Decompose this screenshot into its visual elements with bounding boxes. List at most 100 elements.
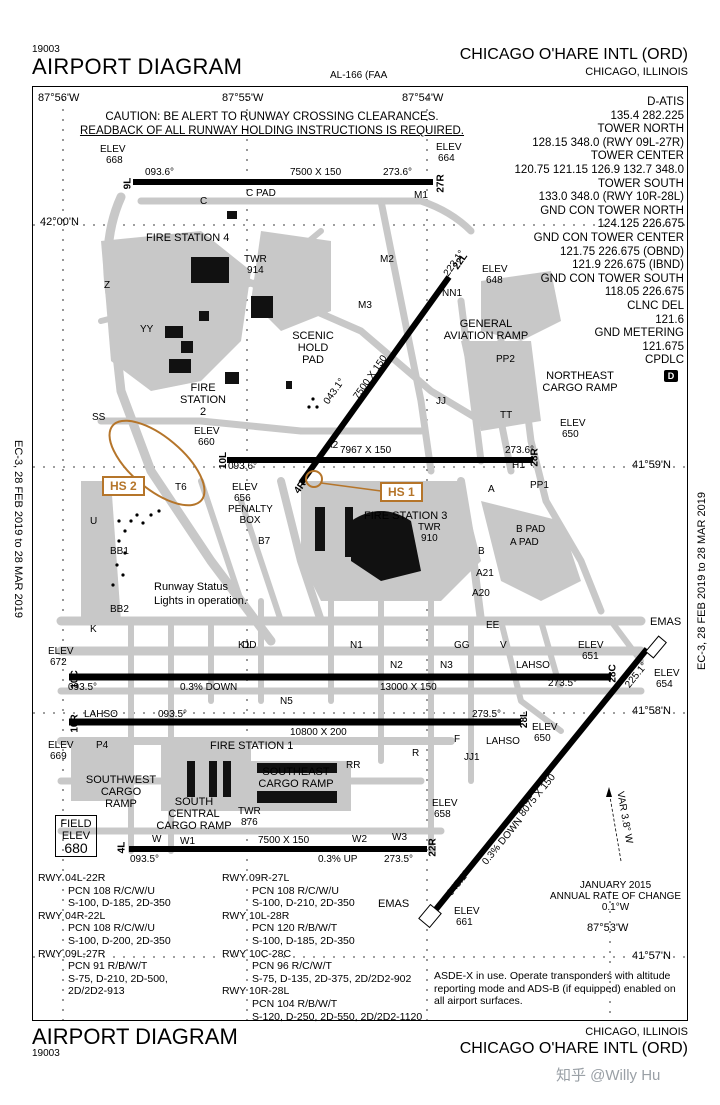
taxiway-label: A: [488, 484, 495, 495]
sc-cargo-ramp-label: SOUTH CENTRAL CARGO RAMP: [156, 796, 232, 832]
taxiway-label: N3: [440, 660, 453, 671]
taxiway-label: SS: [92, 412, 106, 423]
runway-grade: 0.3% UP: [318, 854, 358, 865]
runway-end: 4L: [116, 841, 128, 854]
taxiway-label: K1: [238, 640, 251, 651]
latitude-label: 41°57'N: [632, 950, 671, 962]
longitude-label: 87°54'W: [402, 92, 444, 104]
frequency-line: 121.75 226.675 (OBND): [559, 245, 684, 258]
runway-heading: 273.5°: [384, 854, 414, 865]
runway-end: 28C: [607, 664, 619, 683]
taxiway-label: B: [478, 546, 485, 557]
taxiway-label: M2: [380, 254, 394, 265]
effective-dates-left: EC-3, 28 FEB 2019 to 28 MAR 2019: [12, 440, 24, 618]
fire-station-1-label: FIRE STATION 1: [210, 740, 294, 752]
runway-heading: 093.5°: [130, 854, 160, 865]
runway-dimensions: 13000 X 150: [380, 682, 437, 693]
effective-dates-right: EC-3, 28 FEB 2019 to 28 MAR 2019: [696, 492, 708, 670]
taxiway-label: A2: [326, 440, 339, 451]
buildings: [165, 211, 421, 803]
field-elevation-box: FIELD ELEV 680: [55, 815, 97, 857]
runway-status-lights-note: Runway Status Lights in operation.: [154, 581, 247, 607]
taxiway-label: W3: [392, 832, 407, 843]
lahso-label: LAHSO: [84, 709, 118, 720]
taxiway-label: M3: [358, 300, 372, 311]
taxiway-label: EE: [486, 620, 500, 631]
hot-spot-2[interactable]: HS 2: [102, 476, 145, 496]
frequency-line: 128.15 348.0 (RWY 09L-27R): [532, 136, 684, 149]
frequency-line: 124.125 226.675: [597, 218, 684, 231]
taxiway-label: N5: [280, 696, 293, 707]
frequency-line: GND CON TOWER CENTER: [533, 231, 684, 244]
taxiway-label: W1: [180, 836, 195, 847]
taxiway-label: Z: [104, 280, 111, 291]
taxiway-label: DD: [242, 640, 257, 651]
runway-end: 22R: [427, 838, 439, 857]
taxiway-label: F: [454, 734, 461, 745]
frequency-line: TOWER NORTH: [597, 123, 684, 136]
holding-dots: [111, 397, 319, 587]
taxiway-label: M1: [414, 190, 428, 201]
runway-heading: 273.5°: [548, 678, 578, 689]
runway-heading: 093.5°: [158, 709, 188, 720]
runway-end: 28L: [519, 710, 531, 729]
magnetic-north-arrow: [606, 787, 622, 862]
taxiway-label: N1: [350, 640, 363, 651]
frequency-line: CPDLC: [645, 354, 684, 367]
frequency-line: 118.05 226.675: [604, 286, 684, 299]
lahso-label: LAHSO: [486, 736, 520, 747]
taxiway-label: P4: [96, 740, 109, 751]
taxiway-label: JJ: [436, 396, 446, 407]
hot-spot-1[interactable]: HS 1: [380, 482, 423, 502]
frequency-line: CLNC DEL: [627, 299, 684, 312]
ne-cargo-ramp-label: NORTHEAST CARGO RAMP: [542, 370, 618, 394]
airport-diagram-map: [33, 99, 687, 1020]
document-number: 19003: [32, 44, 60, 55]
frequency-line: TOWER SOUTH: [597, 177, 684, 190]
taxiway-label: A20: [472, 588, 490, 599]
runway-heading: 093.6°: [228, 461, 258, 472]
taxiway-label: U: [90, 516, 98, 527]
airport-city-footer: CHICAGO, ILLINOIS: [585, 1026, 688, 1038]
se-cargo-ramp-label: SOUTHEAST CARGO RAMP: [258, 766, 334, 790]
frequency-line: 121.9 226.675 (IBND): [572, 259, 684, 272]
runway-dimensions: 7500 X 150: [290, 167, 342, 178]
taxiway-label: H1: [512, 460, 525, 471]
sw-cargo-ramp-label: SOUTHWEST CARGO RAMP: [85, 774, 157, 810]
magnetic-variation-note: JANUARY 2015 ANNUAL RATE OF CHANGE 0.1°W: [549, 880, 682, 913]
taxiway-label: RR: [346, 760, 361, 771]
frequency-line: 135.4 282.225: [610, 109, 684, 122]
latitude-label: 41°59'N: [632, 459, 671, 471]
runway-04l-22r: [298, 275, 452, 485]
taxiway-label: GG: [454, 640, 470, 651]
latitude-label: 42°00'N: [40, 216, 79, 228]
taxiway-label: C: [200, 196, 208, 207]
runway-04r-22l: [430, 647, 650, 915]
penalty-box-label: PENALTY BOX: [228, 504, 273, 526]
caution-line-2: READBACK OF ALL RUNWAY HOLDING INSTRUCTI…: [79, 125, 465, 137]
lahso-label: LAHSO: [516, 660, 550, 671]
runway-dimensions: 10800 X 200: [290, 727, 347, 738]
airport-city: CHICAGO, ILLINOIS: [585, 66, 688, 78]
taxiway-label: JJ1: [464, 752, 480, 763]
taxiway-label: BB2: [110, 604, 129, 615]
emas-label: EMAS: [378, 898, 410, 910]
runway-end: 9L: [122, 177, 134, 190]
frequency-line: D-ATIS: [647, 96, 684, 108]
cpdlc-badge: D: [664, 370, 678, 382]
runway-grade: 0.3% DOWN: [180, 682, 238, 693]
runway-heading: 273.6°: [383, 167, 413, 178]
runway-pcn-notes-right: RWY 09R-27L PCN 108 R/C/W/U S-100, D-210…: [222, 872, 423, 1023]
al-number: AL-166 (FAA: [330, 70, 388, 81]
caution-note: CAUTION: BE ALERT TO RUNWAY CROSSING CLE…: [52, 110, 492, 138]
document-number-footer: 19003: [32, 1048, 60, 1059]
